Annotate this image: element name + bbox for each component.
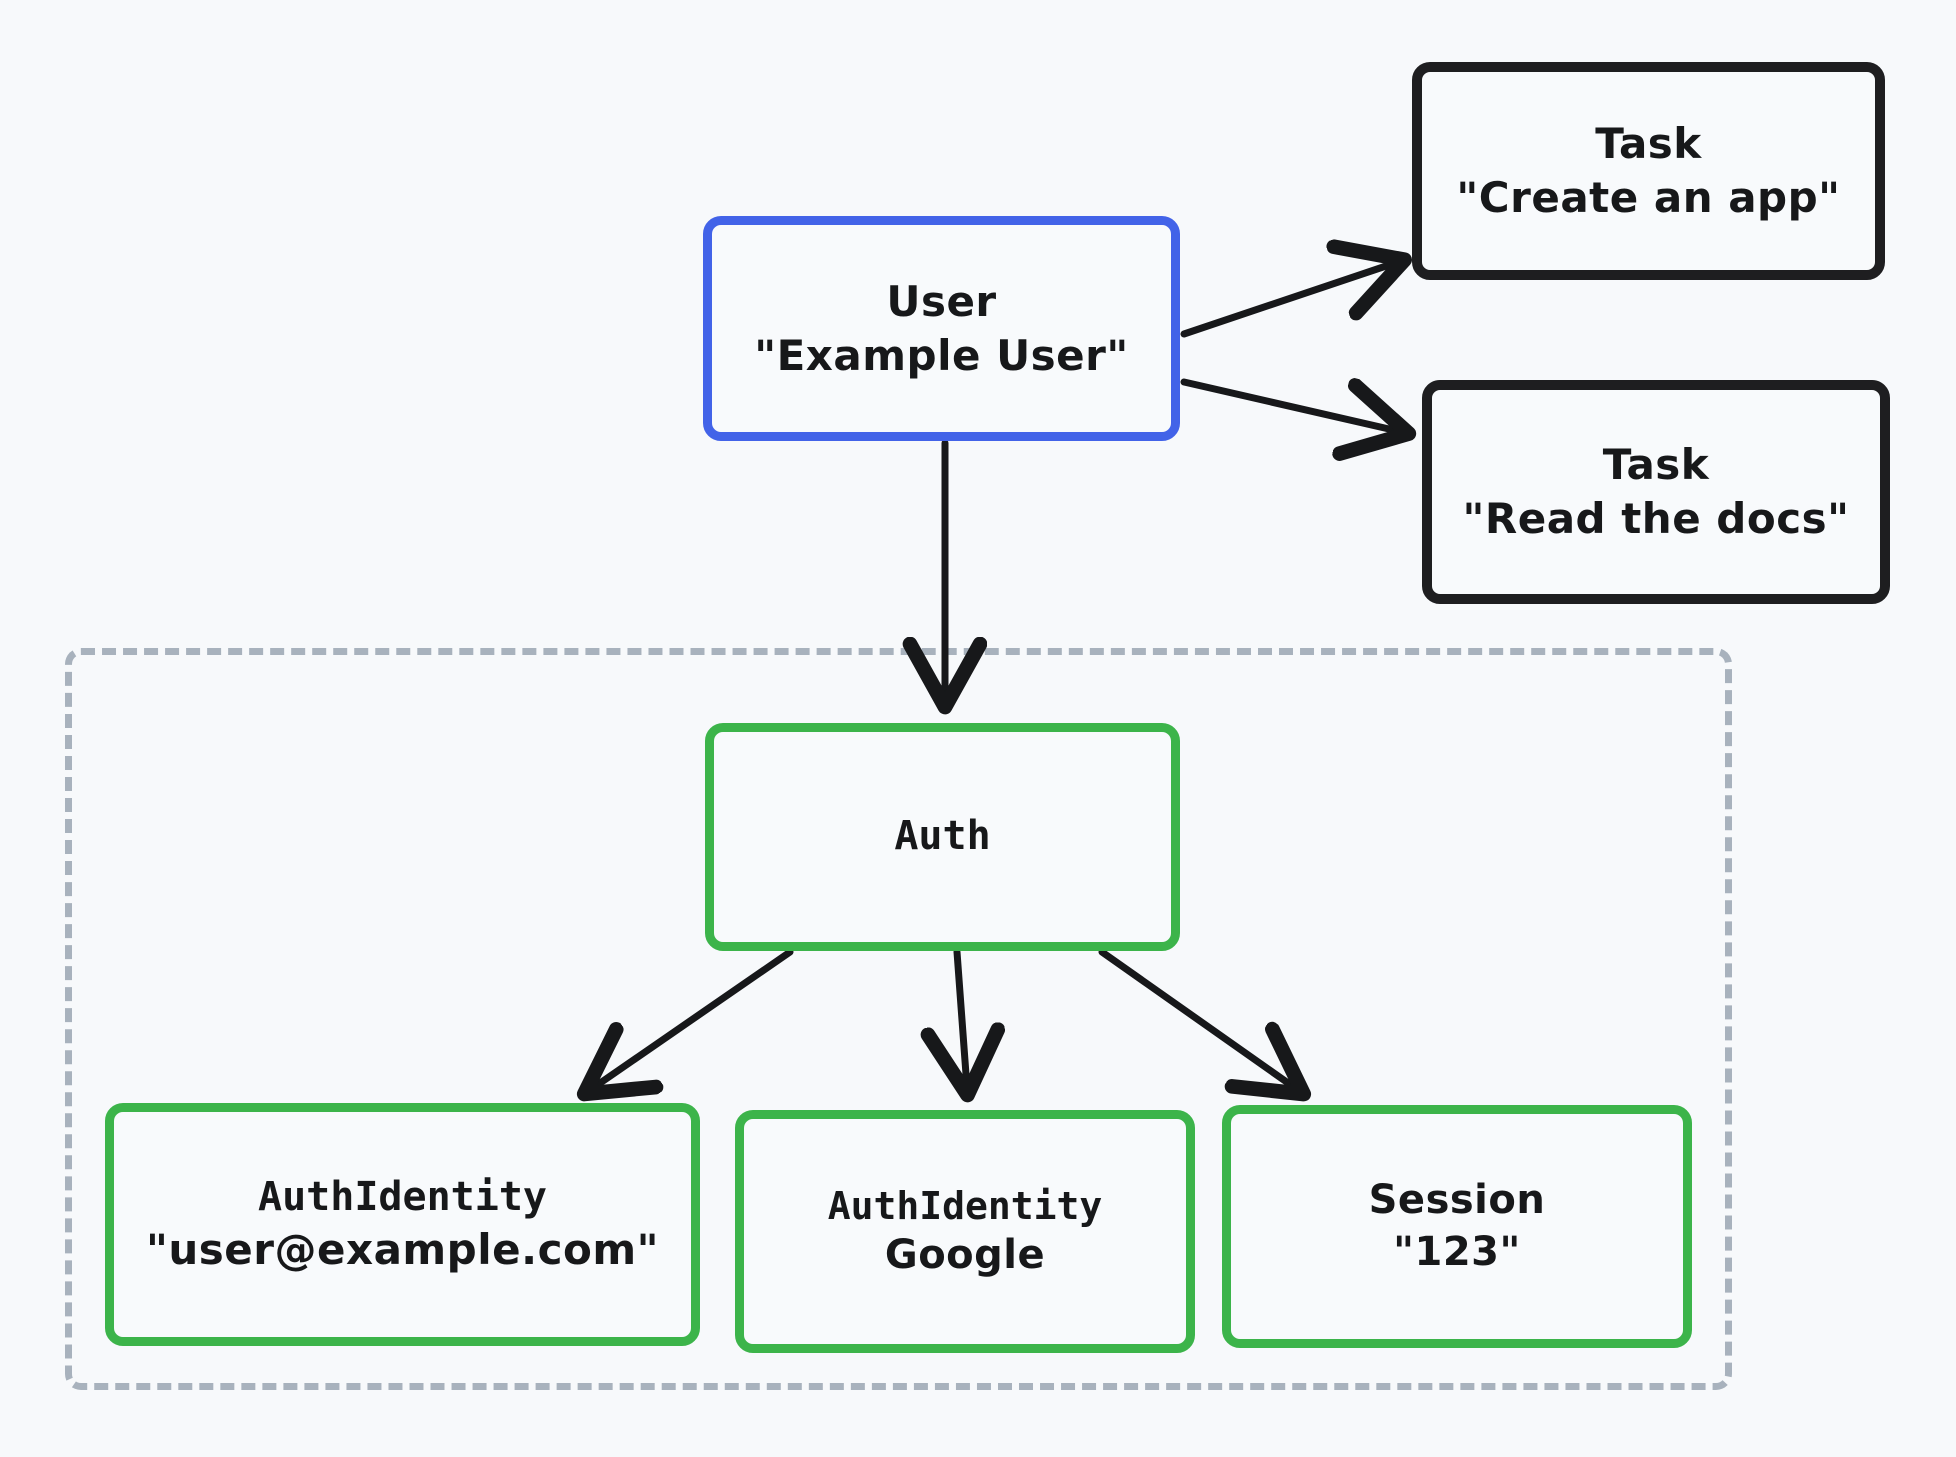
- edge-user-to-task-read-docs: [1180, 382, 1402, 432]
- auth-group-container: [65, 648, 1732, 1390]
- node-task-create-app-type: Task: [1595, 119, 1702, 169]
- node-task-create-app[interactable]: Task "Create an app": [1412, 62, 1885, 280]
- edge-user-to-task-create-app: [1180, 262, 1398, 338]
- node-auth-identity-google-value: Google: [884, 1232, 1046, 1279]
- node-auth-identity-google-type: AuthIdentity: [827, 1183, 1103, 1228]
- node-user-value: "Example User": [754, 330, 1129, 380]
- node-auth-identity-email-value: "user@example.com": [146, 1225, 659, 1275]
- node-session-type: Session: [1368, 1177, 1546, 1224]
- node-task-read-docs-type: Task: [1602, 440, 1710, 490]
- node-task-read-docs-value: "Read the docs": [1462, 494, 1850, 543]
- node-session[interactable]: Session "123": [1222, 1105, 1692, 1348]
- node-task-create-app-value: "Create an app": [1456, 173, 1841, 222]
- node-user[interactable]: User "Example User": [703, 216, 1180, 441]
- node-auth-identity-email-type: AuthIdentity: [258, 1174, 547, 1221]
- node-auth-type: Auth: [894, 813, 991, 860]
- node-auth-identity-google[interactable]: AuthIdentity Google: [735, 1110, 1195, 1353]
- node-auth[interactable]: Auth: [705, 723, 1180, 951]
- node-auth-identity-email[interactable]: AuthIdentity "user@example.com": [105, 1103, 700, 1346]
- node-task-read-docs[interactable]: Task "Read the docs": [1422, 380, 1890, 604]
- node-user-type: User: [886, 276, 997, 326]
- node-session-value: "123": [1393, 1228, 1521, 1275]
